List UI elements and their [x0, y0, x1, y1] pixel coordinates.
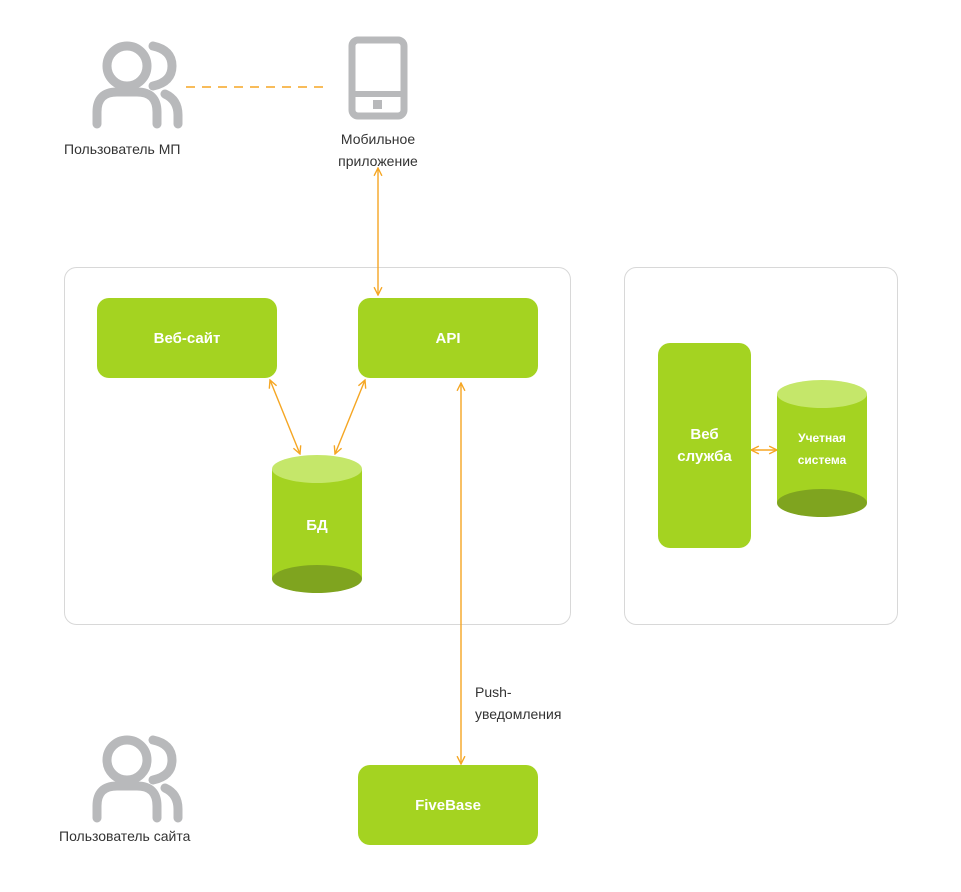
accounting-label-line2: система	[797, 453, 847, 467]
accounting-cylinder	[777, 380, 867, 517]
db-node-label: БД	[306, 516, 328, 534]
users-icon	[92, 735, 183, 823]
db-cylinder	[272, 455, 362, 593]
push-label-line1: Push-	[475, 684, 512, 700]
web-service-label-line1: Веб	[690, 425, 719, 443]
main-system-group	[64, 267, 571, 625]
api-db-edge	[335, 380, 365, 454]
mobile-app-label-line2: приложение	[338, 153, 418, 169]
website-node-label: Веб-сайт	[153, 329, 221, 347]
accounting-label-line1: Учетная	[798, 431, 846, 445]
accounting-node-label: Учетная система	[777, 425, 867, 473]
website-node: Веб-сайт	[97, 298, 277, 378]
site-user-label: Пользователь сайта	[59, 828, 191, 844]
api-node: API	[358, 298, 538, 378]
firebase-node: FiveBase	[358, 765, 538, 845]
web-service-node: Веб служба	[658, 343, 751, 548]
mobile-app-label: Мобильное приложение	[318, 128, 438, 172]
website-db-edge	[270, 380, 300, 454]
api-node-label: API	[435, 329, 461, 347]
mobile-app-label-line1: Мобильное	[340, 131, 416, 147]
external-system-group	[624, 267, 898, 625]
push-label-line2: уведомления	[475, 706, 562, 722]
smartphone-icon	[348, 36, 408, 120]
mobile-user-label: Пользователь МП	[64, 141, 181, 157]
users-icon	[92, 41, 183, 129]
firebase-node-label: FiveBase	[415, 796, 481, 814]
web-service-label-line2: служба	[677, 447, 732, 465]
push-notifications-label: Push- уведомления	[475, 681, 561, 725]
